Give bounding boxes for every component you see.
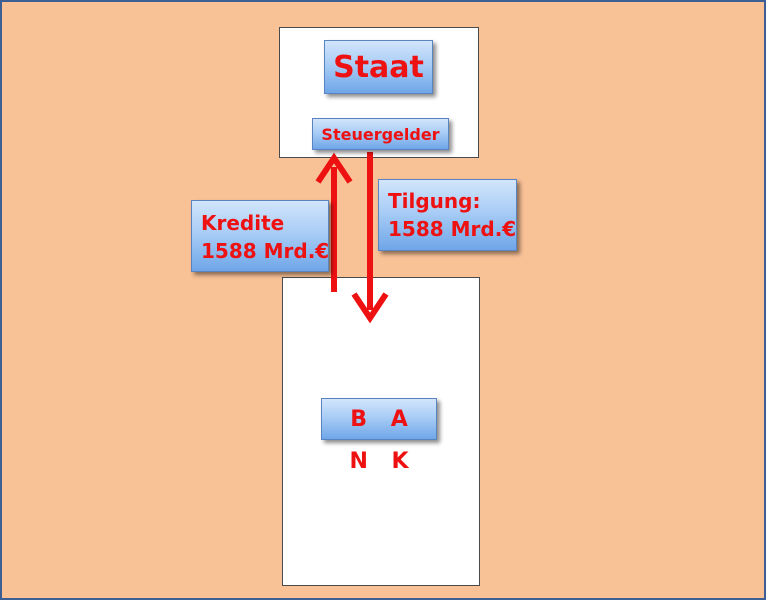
staat-label: Staat (324, 40, 433, 94)
steuergelder-text: Steuergelder (321, 125, 440, 144)
steuergelder-label: Steuergelder (312, 118, 449, 150)
kredite-label: Kredite 1588 Mrd.€ (191, 200, 329, 272)
bank-label: B A N K (321, 398, 437, 474)
kredite-title: Kredite (201, 211, 285, 235)
tilgung-title: Tilgung: (388, 189, 481, 213)
tilgung-amount: 1588 Mrd.€ (388, 217, 517, 241)
kredite-amount: 1588 Mrd.€ (201, 239, 330, 263)
staat-title: Staat (333, 50, 424, 85)
kredite-arrowhead (315, 152, 353, 184)
bank-title: B A N K (349, 407, 417, 474)
tilgung-label: Tilgung: 1588 Mrd.€ (378, 179, 517, 251)
